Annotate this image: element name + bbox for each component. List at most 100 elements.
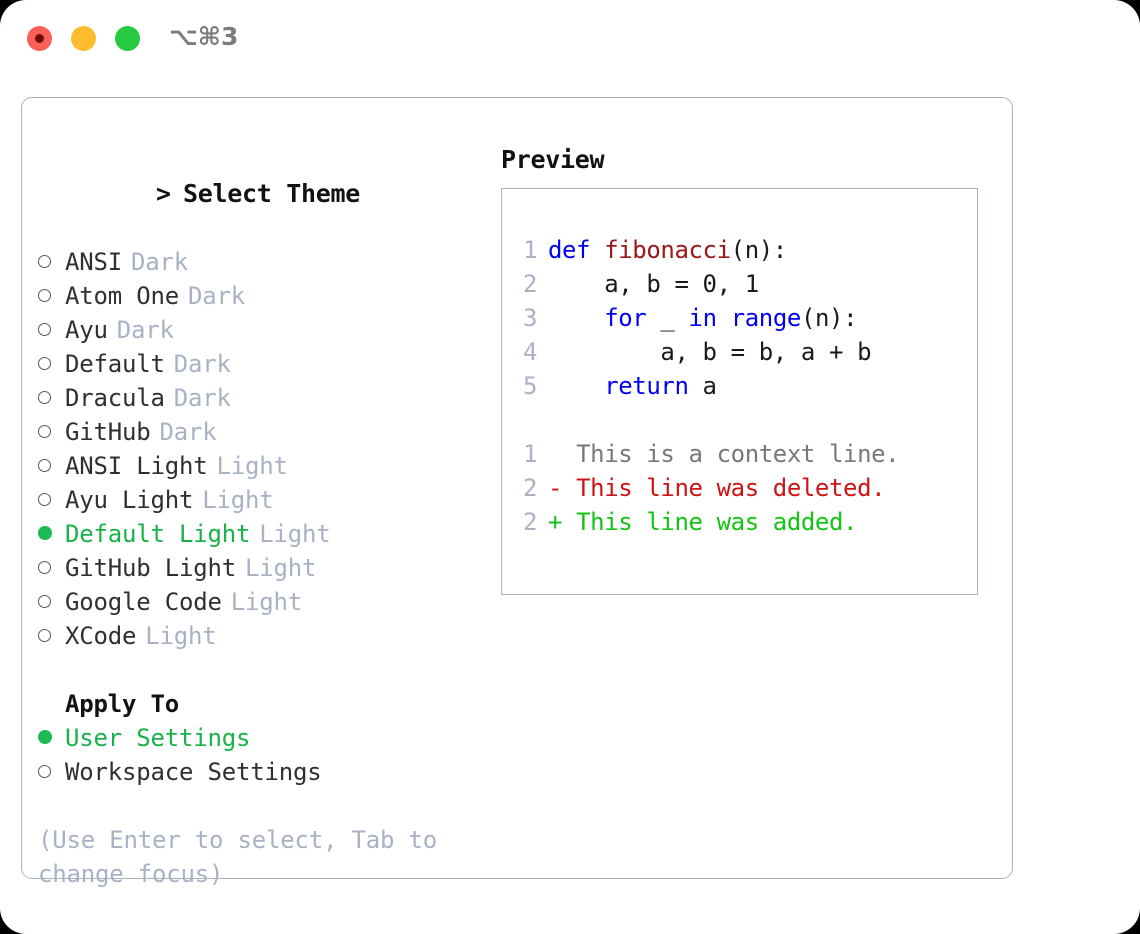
radio-marker[interactable]	[38, 585, 65, 619]
radio-marker[interactable]	[38, 245, 65, 279]
keyboard-hint: (Use Enter to select, Tab to change focu…	[38, 826, 437, 888]
theme-option[interactable]: ANSI Dark	[38, 245, 488, 279]
diff-line: 2 + This line was added.	[515, 505, 899, 539]
radio-marker[interactable]	[38, 415, 65, 449]
diff-text: + This line was added.	[548, 508, 858, 536]
line-number: 1	[522, 440, 537, 468]
option-tag: Light	[259, 520, 331, 548]
code-token: a	[688, 372, 717, 400]
code-token: a, b = b, a + b	[548, 338, 872, 366]
code-line: 5 return a	[515, 369, 899, 403]
code-token: in	[688, 304, 718, 332]
code-token: a, b = 0, 1	[548, 270, 759, 298]
radio-unselected-icon	[38, 459, 51, 472]
radio-marker[interactable]	[38, 551, 65, 585]
option-label: Google Code	[65, 588, 222, 616]
apply-to-title: Apply To	[65, 690, 179, 718]
option-label: Default Light	[65, 520, 251, 548]
line-number: 4	[522, 338, 537, 366]
close-button-icon[interactable]	[27, 26, 52, 51]
radio-marker[interactable]	[38, 381, 65, 415]
radio-marker[interactable]	[38, 755, 65, 789]
theme-option[interactable]: ANSI Light Light	[38, 449, 488, 483]
diff-line: 2 - This line was deleted.	[515, 471, 899, 505]
radio-selected-icon	[38, 526, 52, 540]
code-token: (n):	[800, 304, 858, 332]
code-token: range	[730, 304, 802, 332]
radio-unselected-icon	[38, 493, 51, 506]
apply-to-option[interactable]: Workspace Settings	[38, 755, 488, 789]
option-tag: Dark	[173, 384, 231, 412]
diff-line: 1 This is a context line.	[515, 437, 900, 471]
caret-icon: >	[156, 179, 171, 208]
option-tag: Light	[145, 622, 217, 650]
title-bar: ⌥⌘3	[0, 0, 1140, 78]
radio-marker[interactable]	[38, 449, 65, 483]
radio-marker[interactable]	[38, 279, 65, 313]
line-number: 2	[522, 508, 537, 536]
code-token: _	[646, 304, 689, 332]
diff-text: This is a context line.	[548, 440, 900, 468]
radio-marker[interactable]	[38, 347, 65, 381]
preview-title: Preview	[501, 145, 605, 174]
radio-marker[interactable]	[38, 517, 65, 551]
option-label: ANSI Light	[65, 452, 208, 480]
option-label: Workspace Settings	[65, 758, 322, 786]
theme-option[interactable]: Google Code Light	[38, 585, 488, 619]
theme-option[interactable]: XCode Light	[38, 619, 488, 653]
window-shortcut-label: ⌥⌘3	[169, 22, 239, 51]
diff-text: - This line was deleted.	[548, 474, 886, 502]
option-tag: Light	[216, 452, 288, 480]
radio-marker[interactable]	[38, 721, 65, 755]
code-line: 2 a, b = 0, 1	[515, 267, 899, 301]
line-number: 2	[522, 270, 537, 298]
code-token	[548, 304, 604, 332]
radio-marker[interactable]	[38, 483, 65, 517]
radio-selected-icon	[38, 730, 52, 744]
radio-unselected-icon	[38, 629, 51, 642]
apply-to-option[interactable]: User Settings	[38, 721, 488, 755]
theme-option[interactable]: GitHub Dark	[38, 415, 488, 449]
radio-unselected-icon	[38, 561, 51, 574]
option-tag: Dark	[131, 248, 188, 276]
option-label: XCode	[65, 622, 137, 650]
code-token: def	[548, 236, 605, 264]
code-token: for	[604, 304, 647, 332]
radio-marker[interactable]	[38, 619, 65, 653]
option-label: ANSI	[65, 248, 122, 276]
option-label: Ayu	[65, 316, 108, 344]
option-tag: Light	[245, 554, 317, 582]
option-tag: Dark	[159, 418, 217, 446]
maximize-button-icon[interactable]	[115, 26, 140, 51]
traffic-lights	[27, 26, 140, 51]
minimize-button-icon[interactable]	[71, 26, 96, 51]
radio-marker[interactable]	[38, 313, 65, 347]
radio-unselected-icon	[38, 425, 51, 438]
code-gap	[515, 403, 899, 437]
line-number: 3	[522, 304, 537, 332]
code-token: fibonacci	[604, 236, 731, 264]
code-line: 4 a, b = b, a + b	[515, 335, 899, 369]
select-theme-header: >Select Theme	[38, 143, 488, 245]
option-label: GitHub	[65, 418, 151, 446]
line-number: 2	[522, 474, 537, 502]
code-token: return	[604, 372, 689, 400]
option-tag: Light	[230, 588, 302, 616]
option-label: User Settings	[65, 724, 251, 752]
theme-option[interactable]: Default Light Light	[38, 517, 488, 551]
